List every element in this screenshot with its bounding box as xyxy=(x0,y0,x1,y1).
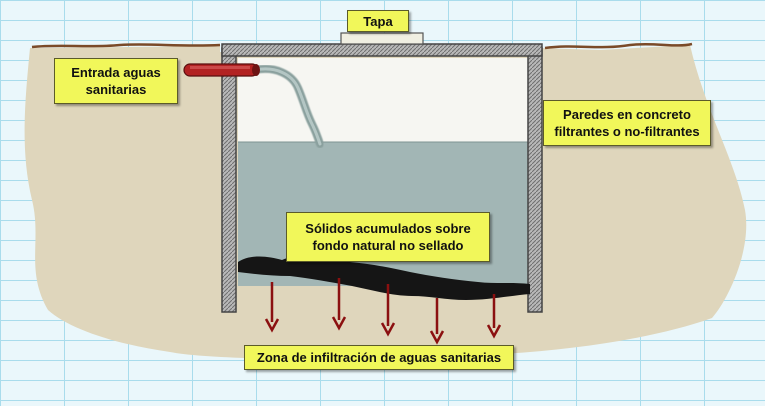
solids-label: Sólidos acumulados sobre fondo natural n… xyxy=(286,212,490,262)
slab-cover xyxy=(221,43,543,57)
infiltration-arrow-head-1 xyxy=(264,318,280,333)
lid xyxy=(340,32,424,45)
infiltration-arrow-head-4 xyxy=(429,330,445,345)
accumulated-solids xyxy=(238,255,530,300)
lid-label: Tapa xyxy=(347,10,409,32)
infiltration-arrow-head-2 xyxy=(331,316,347,331)
lid-label-text: Tapa xyxy=(363,13,393,29)
infiltration-arrow-head-3 xyxy=(380,322,396,337)
walls-label: Paredes en concreto filtrantes o no-filt… xyxy=(543,100,711,146)
walls-label-line1: Paredes en concreto xyxy=(563,107,691,122)
ground-surface-line xyxy=(31,42,693,50)
inlet-pipe xyxy=(183,63,260,77)
infiltration-label-text: Zona de infiltración de aguas sanitarias xyxy=(256,350,502,365)
infiltration-arrows xyxy=(264,278,502,345)
inlet-label-line2: sanitarias xyxy=(85,82,147,97)
right-wall xyxy=(527,47,543,313)
left-wall xyxy=(221,47,237,313)
infiltration-label: Zona de infiltración de aguas sanitarias xyxy=(244,345,514,370)
infiltration-arrow-head-5 xyxy=(486,324,502,339)
inlet-label: Entrada aguas sanitarias xyxy=(54,58,178,104)
solids-label-line1: Sólidos acumulados sobre xyxy=(305,221,471,236)
inlet-label-line1: Entrada aguas xyxy=(71,65,161,80)
walls-label-line2: filtrantes o no-filtrantes xyxy=(554,124,700,139)
solids-label-line2: fondo natural no sellado xyxy=(312,238,464,253)
